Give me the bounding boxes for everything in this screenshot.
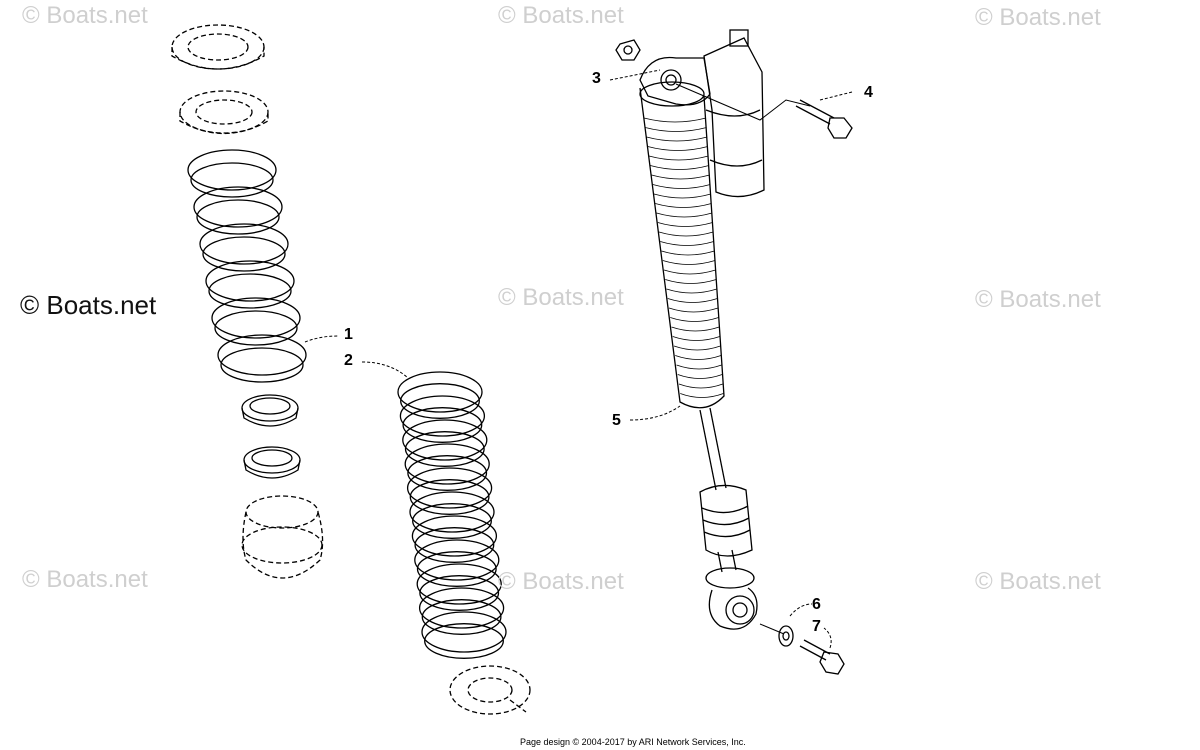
watermark-text: © Boats.net [498, 568, 624, 595]
shock-body-rib [661, 250, 715, 256]
watermark-text-primary: © Boats.net [20, 290, 157, 320]
callout-1[interactable]: 1 [344, 326, 353, 343]
shock-body-rib [646, 136, 708, 142]
spring-coil-turn [416, 563, 502, 605]
spring-retainer-clip [449, 665, 531, 715]
spring-coil-turn [402, 419, 488, 461]
shock-body-rib [647, 146, 708, 151]
spring-coil-turn [397, 371, 483, 413]
spring-coil-turn [205, 260, 295, 302]
retainer-ring-top [171, 24, 265, 70]
spring-coil-turn [187, 149, 277, 191]
shock-body-rib [671, 326, 720, 332]
callout-2[interactable]: 2 [344, 352, 353, 369]
spring-coil-turn [199, 223, 289, 265]
nut-top [615, 39, 641, 61]
shock-body-rib [678, 383, 723, 389]
footer-copyright: Page design © 2004-2017 by ARI Network S… [520, 737, 746, 747]
bolt-bottom [799, 639, 845, 675]
spring-coil-turn [414, 527, 495, 563]
spring-coil-turn [196, 199, 280, 235]
shock-body-rib [667, 298, 718, 303]
shock-body-rib [670, 317, 719, 322]
spring-coil-turn [409, 479, 490, 515]
watermark-text: © Boats.net [975, 286, 1101, 313]
shock-body-rib [660, 241, 714, 246]
shock-absorber [639, 29, 765, 630]
callout-7[interactable]: 7 [812, 618, 821, 635]
watermark-text: © Boats.net [975, 568, 1101, 595]
callout-5[interactable]: 5 [612, 412, 621, 429]
watermark-text: © Boats.net [498, 2, 624, 29]
callout-3[interactable]: 3 [592, 70, 601, 87]
spring-coil-turn [190, 162, 274, 198]
shock-body-rib [680, 393, 724, 398]
spring-seat-ring-a [241, 394, 299, 427]
spring-coil-turn [416, 551, 497, 587]
retainer-ring-second [179, 90, 269, 135]
spring-coil-turn [414, 539, 500, 581]
spring-coil-turn [418, 587, 505, 629]
spring-coil-turn [421, 611, 507, 653]
shock-body-rib [655, 203, 712, 208]
shock-body-rib [643, 117, 707, 123]
coil-spring-2 [397, 371, 507, 659]
callout-6[interactable]: 6 [812, 596, 821, 613]
watermark-text: © Boats.net [498, 284, 624, 311]
watermark-text: © Boats.net [975, 4, 1101, 31]
coil-spring-1 [187, 149, 307, 383]
spring-coil-turn [220, 347, 304, 383]
spring-coil-turn [421, 599, 502, 635]
shock-body-rib [672, 336, 720, 341]
spring-coil-turn [407, 455, 488, 491]
shock-body-rib [645, 127, 707, 132]
shock-body-rib [651, 174, 710, 180]
spring-coil-turn [217, 334, 307, 376]
shock-body-rib [648, 155, 709, 161]
spring-coil-turn [419, 575, 500, 611]
spring-coil-turn [211, 297, 301, 339]
spring-coil-turn [208, 273, 292, 309]
washer-bottom [778, 625, 794, 647]
spring-coil-turn [409, 491, 495, 533]
watermark-text: © Boats.net [22, 2, 148, 29]
bump-cup [241, 495, 324, 579]
spring-seat-ring-b [243, 446, 301, 479]
shock-body-rib [676, 364, 722, 370]
shock-body-rib [666, 288, 717, 294]
shock-body-rib [650, 165, 710, 170]
leader-lines [304, 69, 853, 649]
spring-coil-turn [424, 623, 504, 659]
shock-body-rib [677, 374, 723, 379]
spring-coil-turn [411, 515, 498, 557]
spring-coil-turn [202, 236, 286, 272]
spring-coil-turn [404, 443, 490, 485]
spring-coil-turn [404, 431, 485, 467]
shock-body-rib [675, 355, 722, 360]
spring-coil-turn [214, 310, 298, 346]
bolt-top [795, 99, 853, 139]
spring-coil-turn [412, 503, 492, 539]
spring-coil-turn [402, 407, 483, 443]
spring-coil-turn [193, 186, 283, 228]
callout-4[interactable]: 4 [864, 84, 873, 101]
spring-coil-turn [400, 383, 480, 419]
shock-body-rib [673, 345, 721, 351]
shock-body-rib [653, 193, 711, 199]
shock-body-rib [656, 212, 713, 218]
shock-body-rib [658, 231, 714, 237]
shock-body-rib [663, 269, 716, 275]
shock-body-rib [652, 184, 711, 189]
spring-coil-turn [399, 395, 486, 437]
spring-coil-turn [406, 467, 493, 509]
shock-body-rib [662, 260, 716, 265]
watermark-text: © Boats.net [22, 566, 148, 593]
shock-body-rib [665, 279, 717, 284]
shock-body-rib [657, 222, 713, 227]
shock-body-rib [668, 307, 719, 313]
